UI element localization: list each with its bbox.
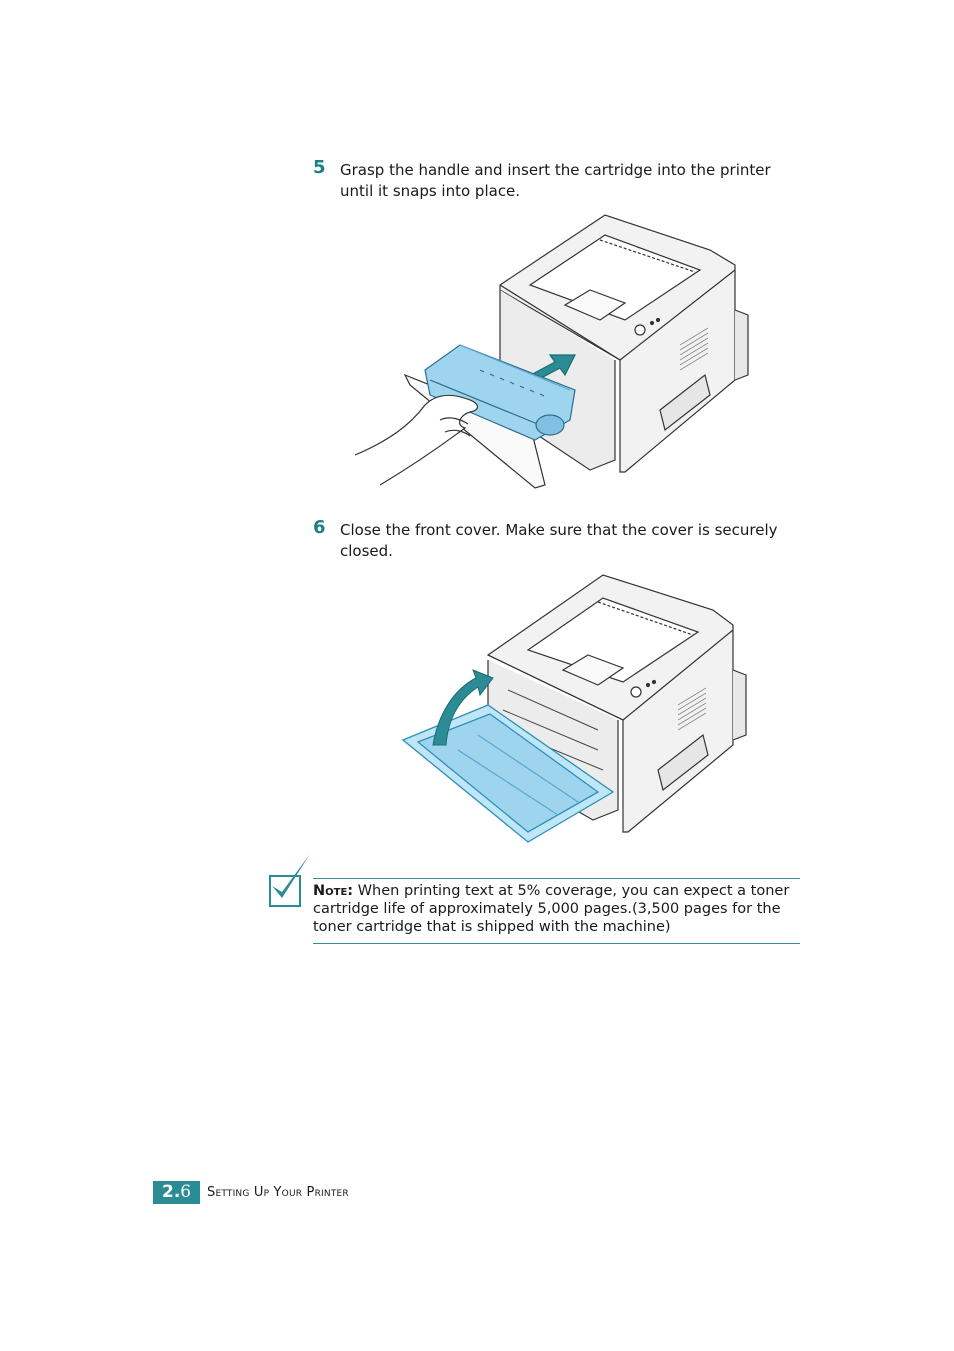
chapter-title: Setting Up Your Printer [207,1185,349,1200]
note-bottom-rule [313,943,800,944]
page-number: 2.6 [162,1181,191,1204]
page-index: 6 [180,1182,192,1202]
hand [354,394,479,486]
note-body: When printing text at 5% coverage, you c… [313,883,790,935]
step-number: 5 [313,157,326,178]
note-top-rule [313,878,800,879]
page-number-box [153,1181,200,1204]
step-text: Close the front cover. Make sure that th… [340,521,778,560]
figure-close-cover [401,574,747,843]
close-arrow [432,669,494,746]
note-label: Note: [313,883,354,899]
step-number: 6 [313,517,326,538]
front-cover [401,704,615,843]
checkmark-icon [269,854,310,907]
chapter-number: 2. [162,1182,181,1202]
figure-insert-cartridge [354,214,749,489]
step-text: Grasp the handle and insert the cartridg… [340,161,771,200]
toner-cartridge [424,344,576,441]
note: Note: When printing text at 5% coverage,… [313,882,803,936]
